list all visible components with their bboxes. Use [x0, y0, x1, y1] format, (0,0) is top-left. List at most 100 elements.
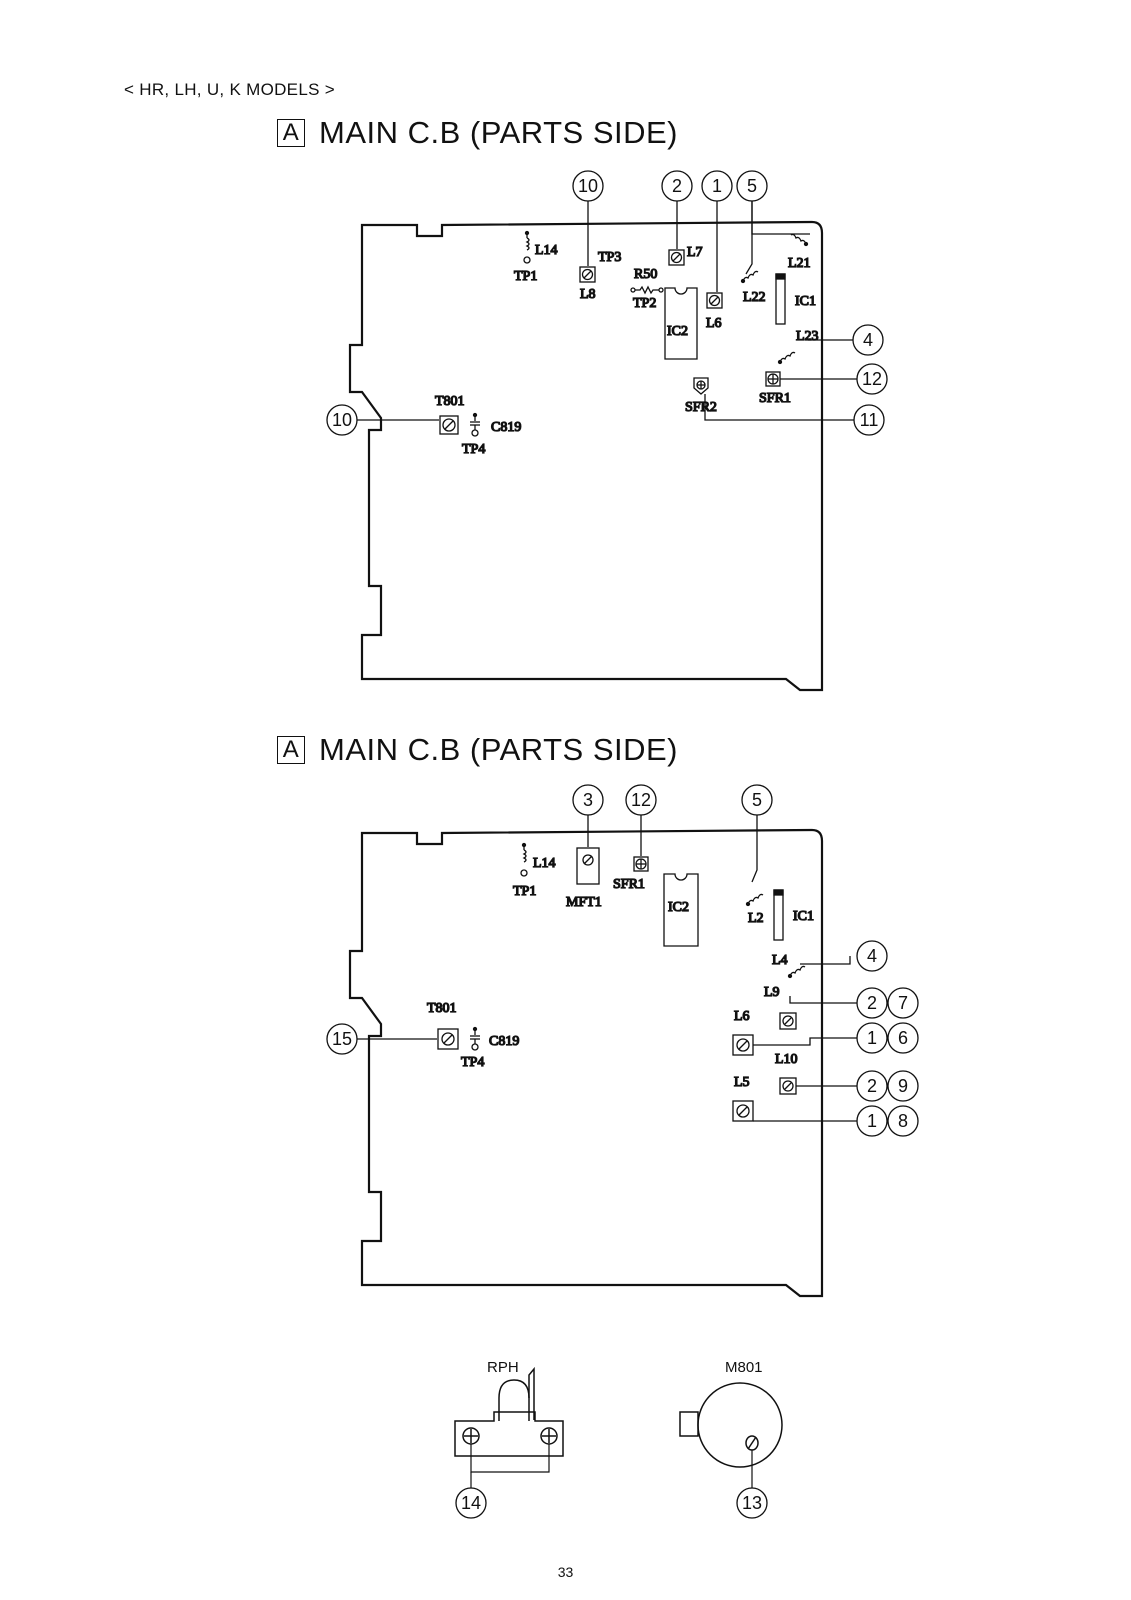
box-letter-bottom: A: [277, 736, 305, 764]
sfr1-label-bottom: SFR1: [613, 877, 645, 892]
l6-label-top: L6: [706, 316, 722, 331]
svg-text:12: 12: [631, 790, 651, 810]
callout-15-t801: 15: [326, 1023, 358, 1055]
parts-section: RPH M801 14 13: [454, 1359, 783, 1519]
svg-text:11: 11: [860, 410, 879, 430]
tp1-label-bottom: TP1: [513, 884, 536, 899]
board-top: L14 TP1 TP3 L8 R50 TP2 L7 IC2 L6: [326, 170, 888, 692]
l9-label-bottom: L9: [764, 985, 780, 1000]
callout-5-l22: 5: [736, 170, 768, 202]
svg-text:10: 10: [332, 410, 352, 430]
title-top-text: MAIN C.B (PARTS SIDE): [319, 115, 679, 150]
callout-4-l4: 4: [856, 940, 888, 972]
callout-1-l6: 1: [701, 170, 733, 202]
svg-text:6: 6: [898, 1028, 908, 1048]
l23-label-top: L23: [796, 329, 819, 344]
sfr2-label-top: SFR2: [685, 400, 717, 415]
c819-label-bottom: C819: [489, 1034, 519, 1049]
r50-label-top: R50: [634, 267, 657, 282]
svg-text:1: 1: [867, 1111, 877, 1131]
callout-1-l6: 1: [856, 1022, 888, 1054]
l5-coil-bottom: [732, 1100, 754, 1122]
l7-label-top: L7: [687, 245, 703, 260]
svg-text:4: 4: [863, 330, 873, 350]
l8-coil-top: [579, 266, 596, 283]
board-bottom-outline: [348, 828, 824, 1298]
t801-label-top: T801: [435, 394, 465, 409]
svg-text:8: 8: [898, 1111, 908, 1131]
l9-coil-bottom: [779, 1012, 797, 1030]
ic2-label-bottom: IC2: [668, 900, 689, 915]
callout-2-l10: 2: [856, 1070, 888, 1102]
ic2-chip-bottom: [663, 873, 699, 947]
page-number: 33: [557, 1564, 574, 1580]
callout-7-l9: 7: [887, 987, 919, 1019]
callout-14-rph: 14: [455, 1487, 487, 1519]
box-letter-top: A: [277, 119, 305, 147]
m801-motor-drawing: [679, 1382, 783, 1488]
rph-label: RPH: [487, 1359, 519, 1376]
l21-label-top: L21: [788, 256, 811, 271]
mft1-transformer-bottom: [576, 847, 600, 885]
callout-12-sfr1: 12: [625, 784, 657, 816]
svg-text:5: 5: [752, 790, 762, 810]
callout-9-l10: 9: [887, 1070, 919, 1102]
tp3-label-top: TP3: [598, 250, 621, 265]
tp4-label-bottom: TP4: [461, 1055, 484, 1070]
l21-coil-top: [790, 233, 809, 247]
callout-2-l9: 2: [856, 987, 888, 1019]
l14-coil-top: [523, 230, 531, 264]
ic1-chip-top: [775, 273, 786, 325]
callout-12-sfr1: 12: [856, 363, 888, 395]
callout-10-t801: 10: [326, 404, 358, 436]
rph-head-drawing: [454, 1366, 564, 1488]
sfr2-trimmer-top: [693, 377, 709, 395]
r50-resistor-top: [630, 285, 664, 295]
c819-capacitor-top: [470, 412, 480, 437]
l23-coil-top: [777, 351, 796, 365]
callout-1-l5: 1: [856, 1105, 888, 1137]
c819-label-top: C819: [491, 420, 521, 435]
svg-text:15: 15: [332, 1029, 352, 1049]
callout-5-l2: 5: [741, 784, 773, 816]
callout-6-l6: 6: [887, 1022, 919, 1054]
tp4-label-top: TP4: [462, 442, 485, 457]
l6-coil-top: [706, 292, 723, 309]
ic2-label-top: IC2: [667, 324, 688, 339]
callout-8-l5: 8: [887, 1105, 919, 1137]
m801-label: M801: [725, 1359, 763, 1376]
t801-label-bottom: T801: [427, 1001, 457, 1016]
l4-label-bottom: L4: [772, 953, 788, 968]
title-top: A MAIN C.B (PARTS SIDE): [277, 115, 678, 151]
l2-coil-bottom: [745, 893, 764, 907]
models-heading: < HR, LH, U, K MODELS >: [124, 80, 335, 99]
l14-coil-bottom: [520, 842, 528, 877]
svg-text:5: 5: [747, 176, 757, 196]
svg-text:10: 10: [578, 176, 598, 196]
svg-text:14: 14: [461, 1493, 481, 1513]
l14-label-top: L14: [535, 243, 558, 258]
tp2-label-top: TP2: [633, 296, 656, 311]
l22-coil-top: [740, 270, 759, 284]
svg-text:7: 7: [898, 993, 908, 1013]
board-bottom: L14 TP1 MFT1 SFR1 IC2 L2 IC1 L4 L: [326, 784, 919, 1298]
svg-text:13: 13: [742, 1493, 762, 1513]
callout-2-l7: 2: [661, 170, 693, 202]
svg-text:3: 3: [583, 790, 593, 810]
sfr1-label-top: SFR1: [759, 391, 791, 406]
svg-text:4: 4: [867, 946, 877, 966]
l4-coil-bottom: [787, 965, 806, 979]
svg-text:2: 2: [672, 176, 682, 196]
svg-text:12: 12: [862, 369, 882, 389]
callout-10-tp3: 10: [572, 170, 604, 202]
l6-label-bottom: L6: [734, 1009, 750, 1024]
title-bottom-text: MAIN C.B (PARTS SIDE): [319, 732, 679, 767]
ic1-label-bottom: IC1: [793, 909, 814, 924]
callout-11-sfr2: 11: [853, 404, 885, 436]
sfr1-trimmer-bottom: [633, 856, 649, 872]
callout-3-mft1: 3: [572, 784, 604, 816]
tp1-label-top: TP1: [514, 269, 537, 284]
ic2-chip-top: [664, 287, 698, 360]
l5-label-bottom: L5: [734, 1075, 750, 1090]
